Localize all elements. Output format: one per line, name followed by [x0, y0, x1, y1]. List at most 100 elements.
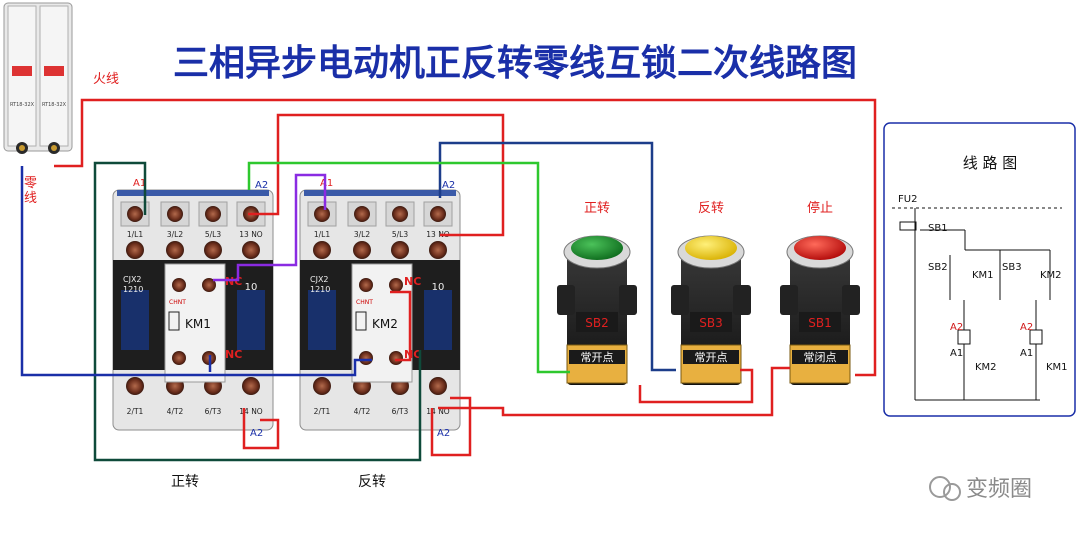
a2-label-top: A2	[442, 180, 455, 191]
button-tag: SB3	[699, 316, 722, 330]
terminal-label-top: 13 NO	[426, 230, 450, 239]
a2-label-bottom: A2	[250, 428, 263, 439]
button-cap	[794, 236, 846, 260]
terminal-label-top: 1/L1	[127, 230, 143, 239]
terminal-screw	[242, 241, 260, 259]
svg-text:A1: A1	[950, 348, 963, 359]
aux-number: 10	[245, 282, 258, 293]
wire-purple	[213, 173, 327, 282]
neutral-wire-label-2: 线	[24, 191, 37, 206]
nc-label-bottom: NC	[225, 348, 242, 361]
nc-label-bottom: NC	[404, 348, 421, 361]
terminal-label-top: 5/L3	[392, 230, 408, 239]
contact-type: 常开点	[581, 351, 614, 364]
button-caption: 停止	[807, 200, 833, 216]
terminal-label-top: 5/L3	[205, 230, 221, 239]
contact-type: 常开点	[695, 351, 728, 364]
wire-navy-a2	[438, 141, 676, 372]
terminal-screw	[353, 241, 371, 259]
button-cap	[685, 236, 737, 260]
schematic-title: 线 路 图	[963, 154, 1018, 172]
terminal-screw	[127, 206, 143, 222]
terminal-label-bottom: 4/T2	[354, 407, 371, 416]
schematic-panel: 线 路 图 FU2 SB1 SB2 KM1 SB3 KM2 A2 A1 KM2	[883, 122, 1076, 417]
terminal-screw	[126, 241, 144, 259]
wires	[20, 98, 877, 462]
diagram-title: 三相异步电动机正反转零线互锁二次线路图	[173, 43, 857, 84]
svg-text:KM2: KM2	[1040, 270, 1062, 281]
push-button-sb1: 停止 SB1 常闭点	[780, 200, 860, 385]
aux-number: 10	[432, 282, 445, 293]
svg-text:KM1: KM1	[1046, 362, 1068, 373]
contactor-id: KM2	[372, 317, 398, 331]
terminal-label-bottom: 2/T1	[314, 407, 331, 416]
terminal-screw	[166, 241, 184, 259]
terminal-screw	[205, 206, 221, 222]
contactor-id: KM1	[185, 317, 211, 331]
terminal-label-top: 3/L2	[167, 230, 183, 239]
button-tag: SB1	[808, 316, 831, 330]
a1-label: A1	[133, 178, 146, 189]
wire-red-jumper	[638, 368, 754, 404]
a1-label: A1	[320, 178, 333, 189]
wire-live	[54, 98, 877, 377]
wire-red-a2-km1	[242, 408, 280, 450]
terminal-label-bottom: 2/T1	[127, 407, 144, 416]
svg-text:SB3: SB3	[1002, 262, 1022, 273]
nc-label-top: NC	[225, 275, 242, 288]
svg-text:KM1: KM1	[972, 270, 994, 281]
contact-type: 常闭点	[804, 351, 837, 364]
svg-text:SB1: SB1	[928, 223, 948, 234]
model-label-2: 1210	[310, 285, 330, 294]
contactor-caption: 正转	[171, 474, 199, 490]
terminal-screw	[313, 241, 331, 259]
terminal-screw	[167, 206, 183, 222]
svg-text:A1: A1	[1020, 348, 1033, 359]
terminal-label-bottom: 4/T2	[167, 407, 184, 416]
terminal-screw	[392, 206, 408, 222]
push-button-sb2: 正转 SB2 常开点	[557, 201, 637, 385]
terminal-screw	[429, 241, 447, 259]
svg-text:RT18-32X: RT18-32X	[10, 102, 35, 108]
fuse-holder: RT18-32X RT18-32X	[3, 2, 73, 154]
contactor-caption: 反转	[358, 474, 386, 490]
nc-label-top: NC	[404, 275, 421, 288]
model-label-2: 1210	[123, 285, 143, 294]
a2-label-top: A2	[255, 180, 268, 191]
svg-text:变频圈: 变频圈	[966, 477, 1032, 502]
push-button-sb3: 反转 SB3 常开点	[671, 201, 751, 385]
terminal-screw	[354, 206, 370, 222]
svg-text:A2: A2	[1020, 322, 1033, 333]
terminal-screw	[430, 206, 446, 222]
terminal-label-top: 13 NO	[239, 230, 263, 239]
svg-text:SB2: SB2	[928, 262, 948, 273]
live-wire-label: 火线	[93, 72, 119, 87]
wire-red-nc-km2	[390, 290, 412, 362]
wire-red-a2-km2	[430, 396, 472, 457]
terminal-label-bottom: 14 NO	[239, 407, 263, 416]
svg-text:A2: A2	[950, 322, 963, 333]
model-label: CJX2	[123, 275, 142, 284]
push-buttons: 正转 SB2 常开点 反转 SB3 常开点 停止 SB1 常闭点	[557, 200, 860, 385]
terminal-label-bottom: 6/T3	[205, 407, 222, 416]
model-label: CJX2	[310, 275, 329, 284]
terminal-label-bottom: 14 NO	[426, 407, 450, 416]
terminal-label-top: 1/L1	[314, 230, 330, 239]
terminal-screw	[242, 377, 260, 395]
brand-label: CHNT	[356, 299, 373, 306]
svg-text:RT18-32X: RT18-32X	[42, 102, 67, 108]
neutral-wire-label-1: 零	[24, 176, 37, 191]
terminal-screw	[391, 241, 409, 259]
wire-darkgreen	[93, 161, 422, 462]
button-caption: 正转	[584, 201, 610, 216]
wire-neutral	[20, 166, 372, 377]
svg-text:KM2: KM2	[975, 362, 997, 373]
button-tag: SB2	[585, 316, 608, 330]
a2-label-bottom: A2	[437, 428, 450, 439]
watermark: 变频圈	[929, 476, 1032, 502]
svg-text:FU2: FU2	[898, 194, 917, 205]
brand-label: CHNT	[169, 299, 186, 306]
terminal-screw	[313, 377, 331, 395]
button-caption: 反转	[698, 201, 724, 216]
